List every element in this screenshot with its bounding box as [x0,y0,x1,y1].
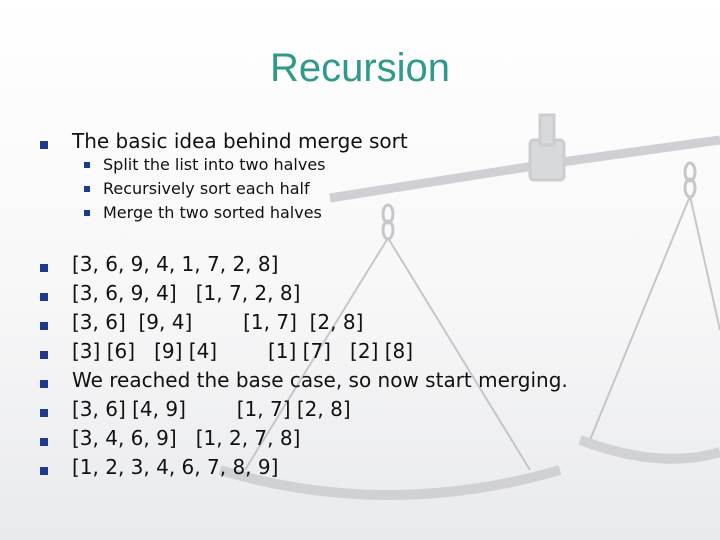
bullet-icon [84,162,90,168]
bullet-icon [40,438,48,446]
step-line: [3, 6] [9, 4] [1, 7] [2, 8] [72,310,364,334]
bullet-icon [84,210,90,216]
step-line: [3] [6] [9] [4] [1] [7] [2] [8] [72,339,414,363]
bullet-icon [40,409,48,417]
bullet-icon [40,467,48,475]
bullet-icon [40,293,48,301]
step-line: [1, 2, 3, 4, 6, 7, 8, 9] [72,455,279,479]
bullet-icon [40,141,48,149]
sub-point: Merge th two sorted halves [103,203,322,222]
step-line: [3, 6, 9, 4, 1, 7, 2, 8] [72,252,279,276]
sub-point: Split the list into two halves [103,155,326,174]
intro-text: The basic idea behind merge sort [72,129,408,153]
step-line: [3, 6, 9, 4] [1, 7, 2, 8] [72,281,301,305]
sub-point: Recursively sort each half [103,179,310,198]
bullet-icon [40,264,48,272]
step-line: We reached the base case, so now start m… [72,368,568,392]
bullet-icon [40,351,48,359]
step-line: [3, 4, 6, 9] [1, 2, 7, 8] [72,426,301,450]
bullet-icon [40,322,48,330]
bullet-icon [40,380,48,388]
step-line: [3, 6] [4, 9] [1, 7] [2, 8] [72,397,351,421]
bullet-icon [84,186,90,192]
slide-title: Recursion [269,46,451,90]
